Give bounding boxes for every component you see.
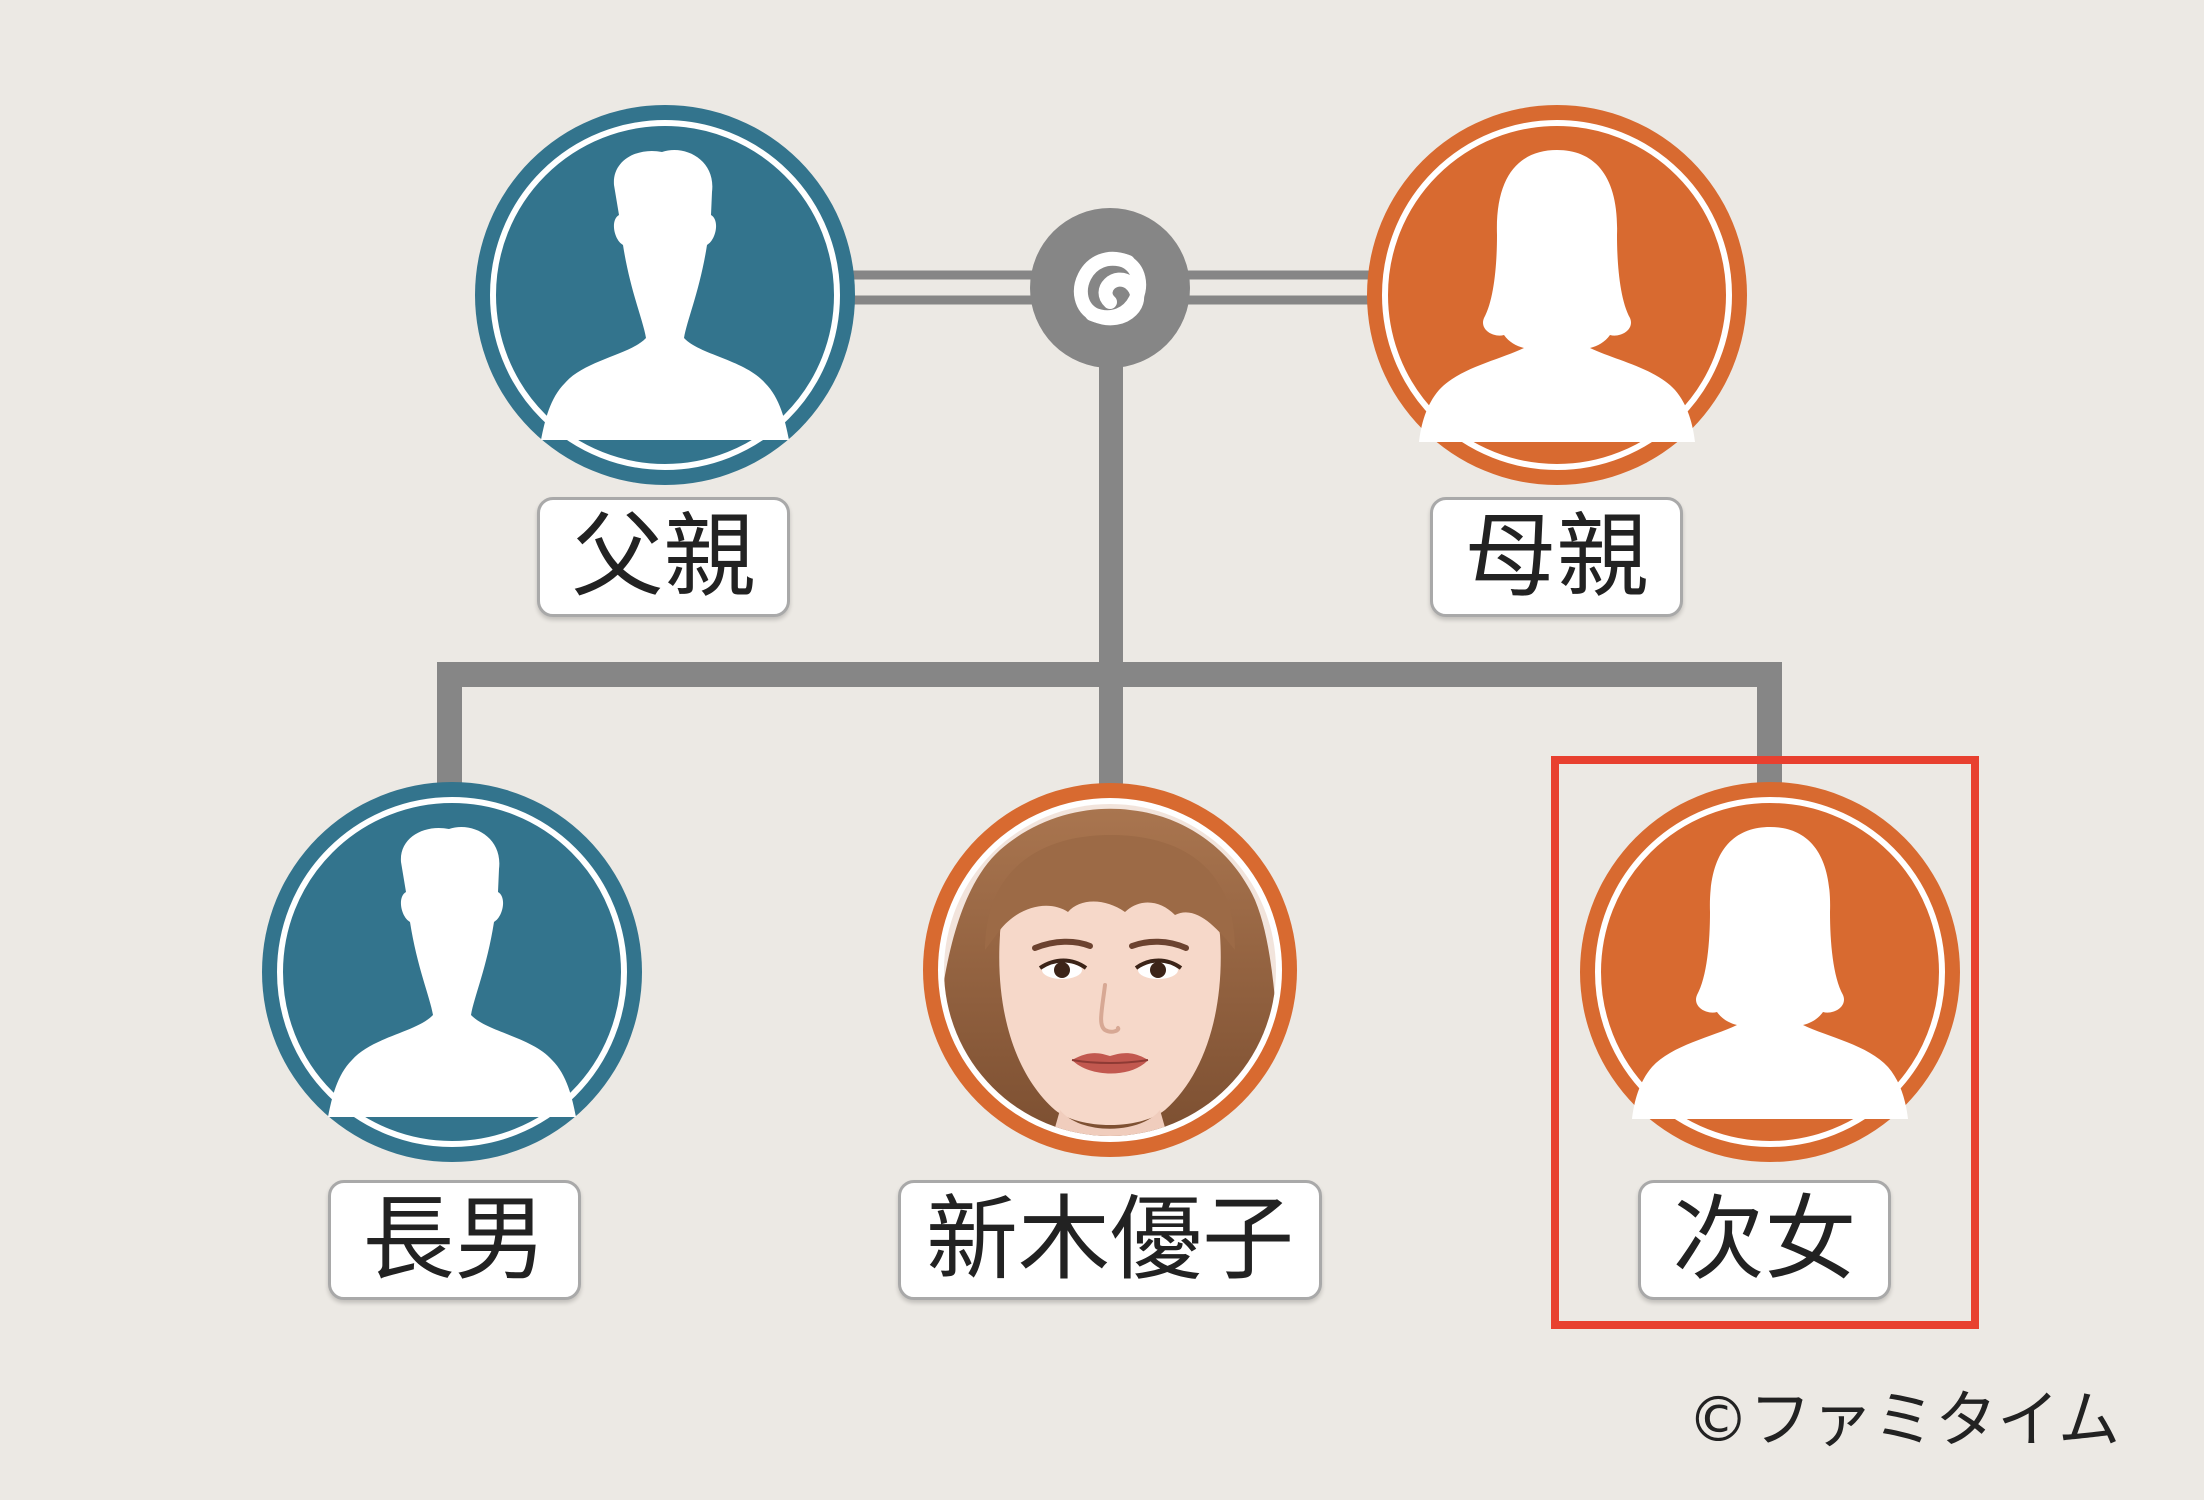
highlight-box: [1551, 756, 1979, 1329]
label-subject: 新木優子: [898, 1180, 1322, 1300]
label-father: 父親: [537, 497, 790, 617]
drop-line-second-daughter: [1757, 662, 1782, 802]
male-silhouette-icon: [328, 826, 576, 1117]
drop-line-subject: [1099, 662, 1123, 802]
descent-line: [1099, 350, 1123, 690]
avatar-mother: [1367, 105, 1747, 485]
drop-line-eldest-son: [437, 662, 462, 802]
female-silhouette-icon: [1632, 827, 1908, 1119]
marriage-line-left: [840, 270, 1040, 305]
marriage-rings-icon: [1030, 208, 1190, 368]
male-silhouette-icon: [541, 149, 789, 440]
avatar-father: [475, 105, 855, 485]
portrait-photo: [944, 804, 1276, 1136]
copyright-credit: ©ファミタイム: [1687, 1383, 2120, 1456]
label-second-daughter: 次女: [1638, 1180, 1891, 1300]
marriage-line-right: [1180, 270, 1380, 305]
connector-lines: [437, 270, 1782, 802]
avatar-second-daughter: [1580, 782, 1960, 1162]
female-silhouette-icon: [1419, 150, 1695, 442]
label-mother: 母親: [1430, 497, 1683, 617]
avatar-subject: [923, 783, 1297, 1157]
label-eldest-son: 長男: [328, 1180, 581, 1300]
avatar-eldest-son: [262, 782, 642, 1162]
